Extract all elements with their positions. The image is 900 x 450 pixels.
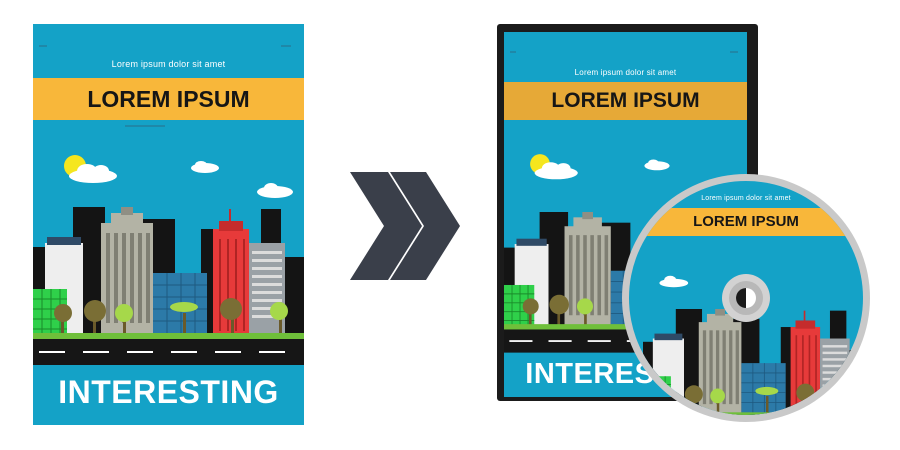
cover-subtitle: INTERESTING — [58, 374, 279, 410]
cover-tagline: Lorem ipsum dolor sit amet — [111, 59, 226, 69]
disc-title: LOREM IPSUM — [693, 213, 799, 230]
cityscape — [642, 308, 863, 415]
cityscape — [33, 206, 304, 366]
dvd-tagline: Lorem ipsum dolor sit amet — [574, 68, 677, 77]
book-cover: Lorem ipsum dolor sit amet LOREM IPSUM I… — [33, 24, 304, 425]
chevron-double-right-icon — [350, 172, 460, 280]
disc-artwork: Lorem ipsum dolor sit amet LOREM IPSUM — [629, 181, 863, 415]
disc-tagline: Lorem ipsum dolor sit amet — [701, 195, 791, 202]
disc: Lorem ipsum dolor sit amet LOREM IPSUM — [622, 174, 870, 422]
dvd-title: LOREM IPSUM — [551, 89, 700, 112]
cover-title: LOREM IPSUM — [87, 86, 250, 112]
disc-rim: Lorem ipsum dolor sit amet LOREM IPSUM — [622, 174, 870, 422]
cover-artwork — [33, 24, 304, 425]
